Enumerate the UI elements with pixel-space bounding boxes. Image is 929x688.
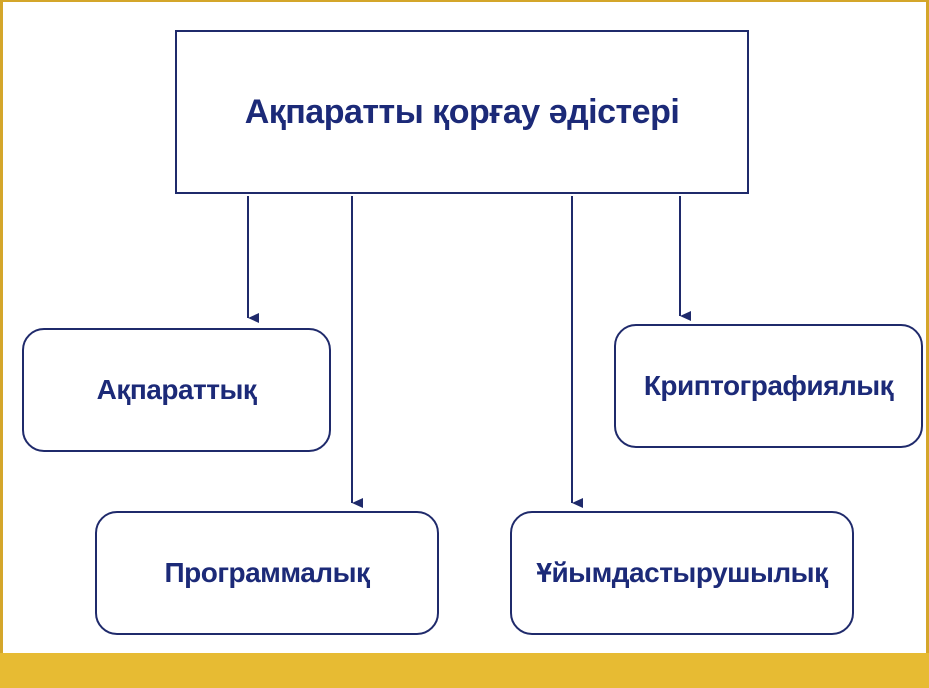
node-cryptographic: Криптографиялық: [614, 324, 923, 448]
root-node-label: Ақпаратты қорғау әдістері: [244, 92, 680, 131]
node-information-label: Ақпараттық: [96, 374, 257, 405]
node-organizational: Ұйымдастырушылық: [510, 511, 854, 635]
node-cryptographic-label: Криптографиялық: [643, 370, 894, 401]
bottom-accent-band: [0, 653, 929, 688]
root-node: Ақпаратты қорғау әдістері: [175, 30, 749, 194]
node-organizational-label: Ұйымдастырушылық: [536, 557, 828, 588]
node-software: Программалық: [95, 511, 439, 635]
node-software-label: Программалық: [164, 557, 370, 588]
node-information: Ақпараттық: [22, 328, 331, 452]
